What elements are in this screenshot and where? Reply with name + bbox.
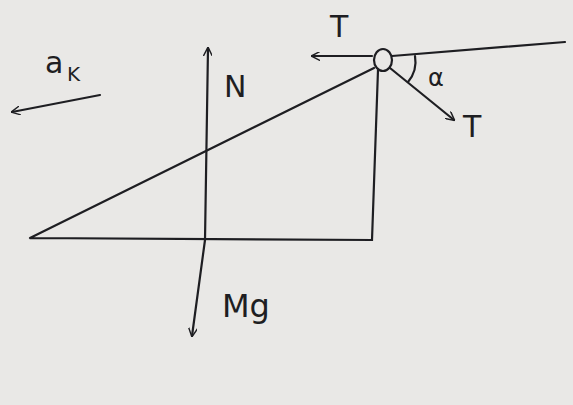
wedge-outline: [30, 68, 378, 240]
tension-arrow-angle: [390, 68, 454, 120]
acceleration-label: a: [45, 48, 63, 78]
force-label: T: [330, 12, 348, 42]
normal-force-arrow: [205, 48, 208, 240]
acceleration-arrow: [12, 95, 100, 112]
subscript-label: K: [67, 64, 80, 84]
tension-arrow-left: [312, 55, 372, 57]
force-label: T: [463, 112, 481, 142]
weight-arrow: [192, 240, 205, 336]
rope-line: [392, 42, 565, 56]
force-label: N: [224, 72, 246, 102]
angle-arc: [408, 56, 415, 82]
angle-label: α: [428, 66, 444, 90]
force-label: Mg: [222, 290, 270, 322]
